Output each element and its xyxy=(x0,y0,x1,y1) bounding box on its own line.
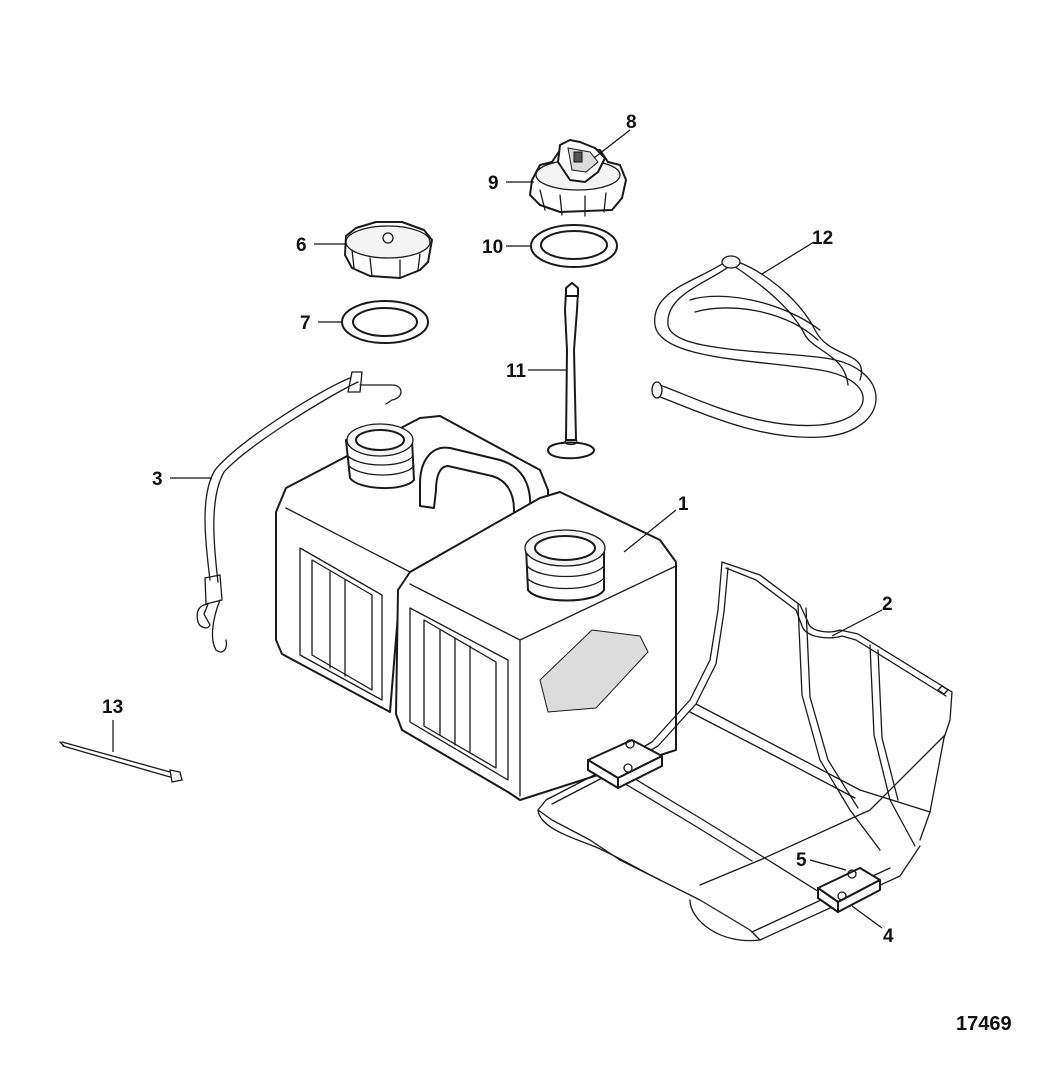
callout-7: 7 xyxy=(300,313,311,334)
cable-tie xyxy=(59,741,183,783)
twin-fuel-tanks xyxy=(275,415,677,801)
callout-6: 6 xyxy=(296,235,307,256)
callout-9: 9 xyxy=(488,173,499,194)
callout-3: 3 xyxy=(152,469,163,490)
bungee-strap xyxy=(196,371,402,653)
fuel-hose xyxy=(651,255,877,439)
callout-1: 1 xyxy=(678,494,689,515)
fuel-gauge xyxy=(557,139,606,183)
drawing-number: 17469 xyxy=(956,1013,1012,1035)
pickup-tube xyxy=(547,282,595,460)
callout-4: 4 xyxy=(883,926,894,947)
callout-8: 8 xyxy=(626,112,637,133)
callout-labels: 1 2 3 4 5 6 7 8 9 10 11 12 13 xyxy=(102,112,894,947)
callout-5: 5 xyxy=(796,850,807,871)
rack-bracket-upper xyxy=(587,739,663,789)
callout-10: 10 xyxy=(482,237,503,258)
callout-12: 12 xyxy=(812,228,833,249)
callout-13: 13 xyxy=(102,697,123,718)
callout-2: 2 xyxy=(882,594,893,615)
leader-lines xyxy=(112,129,883,929)
gauge-gasket xyxy=(530,224,618,268)
fill-cap-gasket xyxy=(341,300,429,344)
callout-11: 11 xyxy=(506,361,527,382)
rack-bracket-lower xyxy=(817,867,881,913)
fill-cap xyxy=(344,221,433,279)
